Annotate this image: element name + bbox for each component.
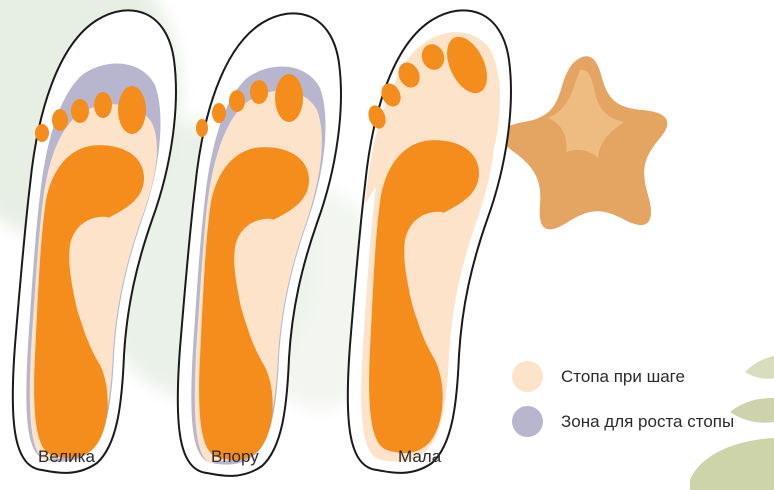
caption-fit: Впору [211,447,259,467]
legend-label-growth: Зона для роста стопы [561,412,734,432]
legend-item-foot: Стопа при шаге [512,361,685,392]
star-decoration [501,56,667,229]
caption-small: Мала [398,447,441,467]
insole-small [348,10,511,473]
legend-swatch-foot [512,361,543,392]
legend-item-growth: Зона для роста стопы [512,406,734,437]
legend-swatch-growth [512,406,543,437]
caption-large: Велика [38,447,95,467]
legend-label-foot: Стопа при шаге [561,367,685,387]
